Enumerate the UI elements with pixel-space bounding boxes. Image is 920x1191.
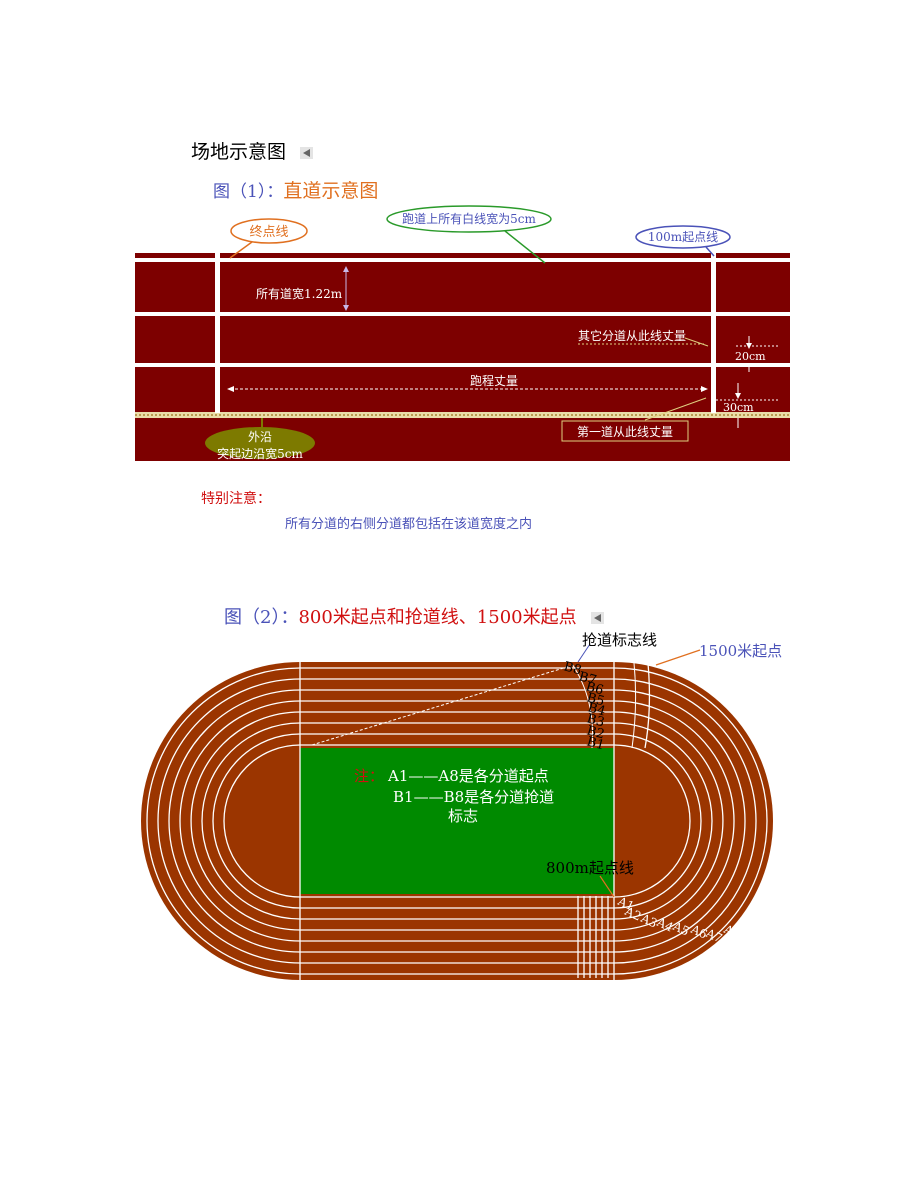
- fig2-title-main: 800米起点和抢道线、1500米起点: [298, 607, 577, 628]
- start-line-100m: [711, 253, 716, 413]
- lane1-pointer: [644, 397, 707, 421]
- lane-width-arrow-head-top: [343, 266, 349, 272]
- b-mark-6: B6: [584, 679, 605, 698]
- distance-arrow-head-right: [701, 386, 708, 392]
- fig2-title-prefix: 图（2）：: [224, 607, 299, 628]
- lane-width-label: 所有道宽1.22m: [256, 286, 343, 301]
- b-mark-3: B3: [585, 711, 606, 730]
- start-1500-line-2: [631, 662, 637, 749]
- page-title-text: 场地示意图: [191, 141, 287, 163]
- straight-track-diagram: 终点线 跑道上所有白线宽为5cm 100m起点线 所有道宽1.22m 其它分道从…: [135, 205, 790, 461]
- fig1-title: 图（1）：直道示意图: [213, 176, 378, 203]
- a-mark-6: A6: [688, 922, 710, 942]
- b-mark-5: B5: [585, 690, 606, 709]
- a-mark-5: A5: [670, 919, 692, 939]
- note-heading: 特别注意：: [201, 491, 271, 507]
- lane1-measure-label: 第一道从此线丈量: [577, 425, 673, 439]
- other-lanes-measure-label: 其它分道从此线丈量: [578, 328, 686, 343]
- outer-edge-label: 外沿: [248, 430, 272, 444]
- note-line3-label: 标志: [448, 807, 478, 825]
- break-line-curve: [571, 663, 594, 749]
- lane-line-top: [135, 258, 790, 262]
- fig1-title-main: 直道示意图: [283, 180, 379, 202]
- other-lanes-pointer: [684, 337, 709, 347]
- a-mark-2: A2: [622, 904, 644, 924]
- a-mark-4: A4: [654, 915, 676, 935]
- b-mark-1: B1: [585, 734, 606, 753]
- distance-arrow-head-left: [227, 386, 234, 392]
- white-line-callout: [386, 205, 552, 233]
- dim-30cm-arrow-head: [735, 393, 741, 399]
- finish-line-callout-pointer: [229, 241, 253, 259]
- curb: [135, 412, 790, 418]
- b-mark-4: B4: [586, 700, 607, 719]
- finish-line-callout: [230, 218, 308, 244]
- white-line-callout-pointer: [504, 230, 546, 264]
- start-100m-label: 100m起点线: [648, 230, 718, 244]
- start-800-pointer: [599, 875, 615, 898]
- outer-edge-callout: [205, 427, 315, 459]
- speaker-icon[interactable]: [300, 147, 314, 159]
- fig2-title: 图（2）：800米起点和抢道线、1500米起点: [224, 603, 604, 629]
- lane-line-3: [135, 363, 790, 367]
- track-surface: [135, 253, 790, 461]
- speaker-icon-2[interactable]: [590, 612, 604, 624]
- page-title: 场地示意图: [191, 137, 314, 164]
- white-line-width-label: 跑道上所有白线宽为5cm: [402, 211, 536, 226]
- a-mark-7: A7: [703, 926, 725, 946]
- b-mark-8: B8: [562, 659, 583, 678]
- break-line-label: 抢道标志线: [582, 631, 657, 649]
- dim-30cm-label: 30cm: [723, 401, 754, 414]
- note-line2-label: B1——B8是各分道抢道: [393, 788, 554, 806]
- start-100m-callout-pointer: [705, 246, 715, 257]
- fig1-title-prefix: 图（1）：: [213, 182, 284, 202]
- lane-line-2: [135, 312, 790, 316]
- dim-20cm-label: 20cm: [735, 350, 766, 363]
- infield: [300, 748, 614, 894]
- lane-width-arrow-head-bottom: [343, 305, 349, 311]
- a-mark-8: A8: [721, 922, 743, 942]
- finish-line: [215, 253, 220, 413]
- b-mark-2: B2: [585, 723, 606, 742]
- a-mark-1: A1: [615, 894, 637, 914]
- finish-line-label: 终点线: [249, 224, 288, 240]
- dim-20cm-arrow-head: [746, 343, 752, 349]
- lane1-measure-box: [561, 420, 689, 442]
- start-800-lines: [577, 896, 609, 978]
- note-prefix-label: 注：: [354, 767, 384, 785]
- distance-measure-label: 跑程丈量: [470, 373, 518, 388]
- b-mark-7: B7: [577, 669, 598, 688]
- note-text: 所有分道的右侧分道都包括在该道宽度之内: [285, 517, 533, 532]
- start-1500-pointer: [655, 649, 701, 666]
- curb-width-label: 突起边沿宽5cm: [217, 446, 303, 461]
- start-1500-label: 1500米起点: [699, 642, 782, 660]
- note-line1-label: A1——A8是各分道起点: [387, 767, 549, 785]
- break-line-pointer: [577, 643, 591, 663]
- start-800-label: 800m起点线: [546, 859, 634, 877]
- start-1500-line: [644, 662, 651, 749]
- start-100m-callout: [635, 225, 731, 249]
- a-mark-3: A3: [638, 911, 660, 931]
